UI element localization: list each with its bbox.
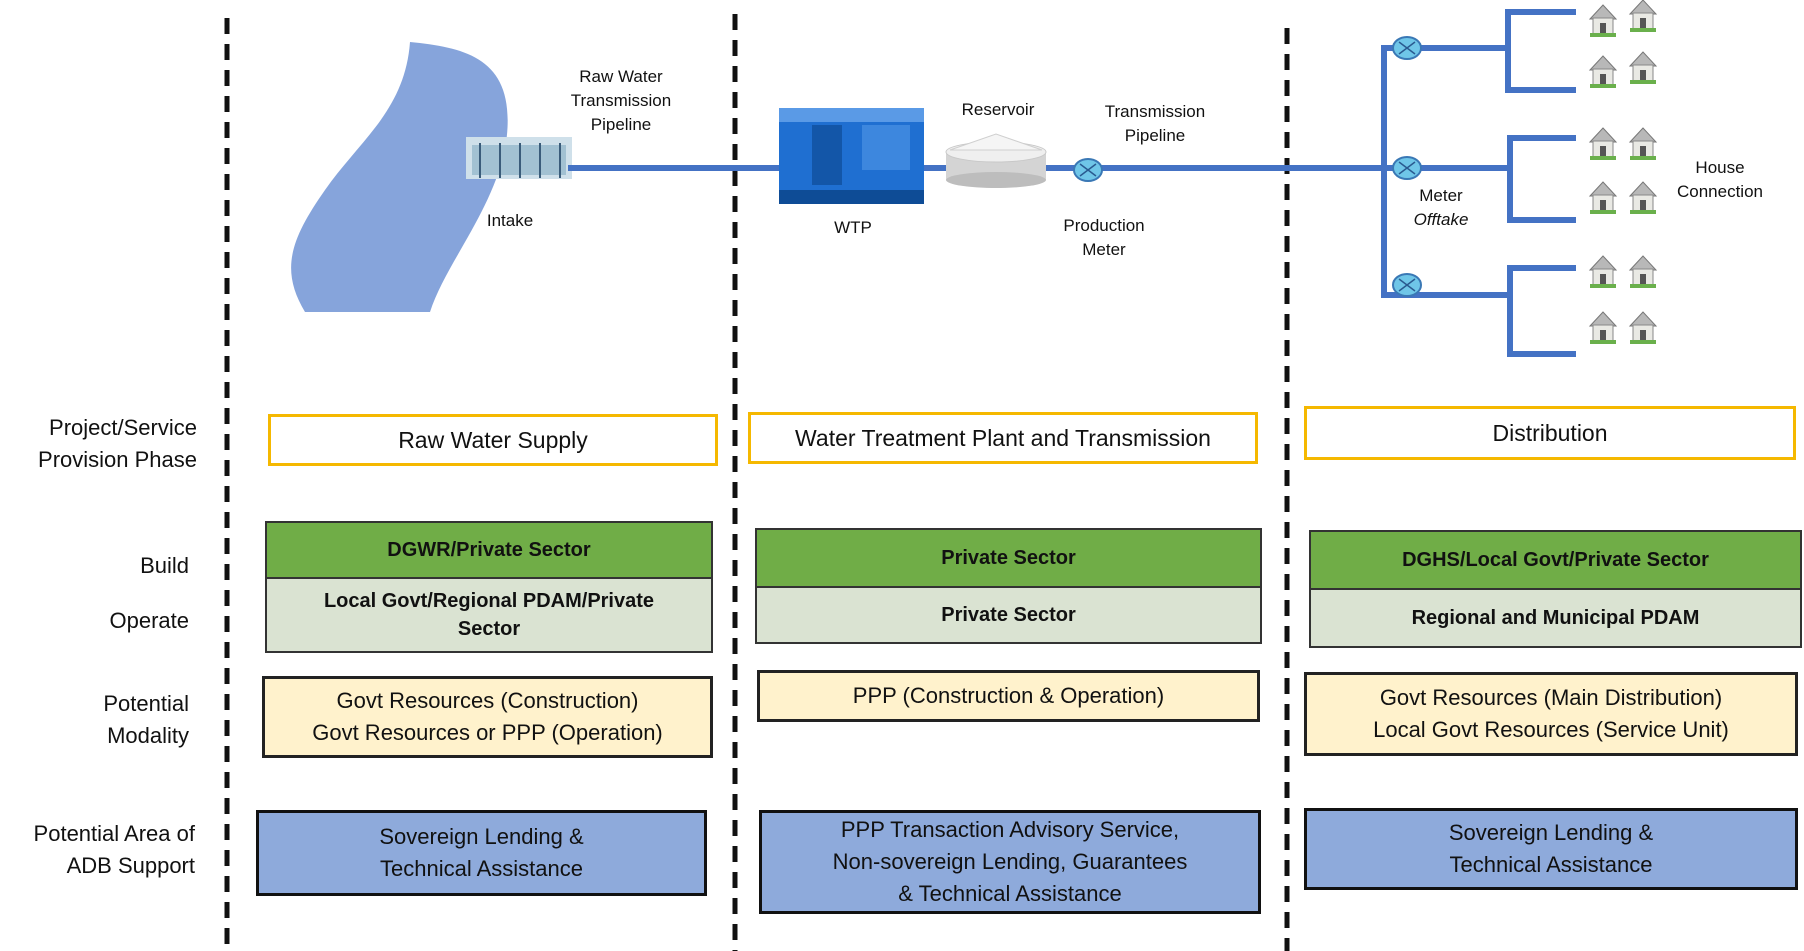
phase-box-raw-water: Raw Water Supply xyxy=(268,414,718,466)
house-icon xyxy=(1589,181,1617,215)
modality-box-raw-water: Govt Resources (Construction) Govt Resou… xyxy=(262,676,713,758)
meter-icon xyxy=(1392,36,1422,60)
house-icon xyxy=(1629,127,1657,161)
reservoir-label: Reservoir xyxy=(961,100,1035,119)
wtp-plant-icon xyxy=(779,108,924,204)
row-label-support: Potential Area of ADB Support xyxy=(33,821,195,878)
house-icon xyxy=(1589,55,1617,89)
row-label-build: Build xyxy=(140,553,189,578)
house-icon xyxy=(1629,51,1657,85)
intake-plant-icon xyxy=(466,137,572,179)
meter-icon xyxy=(1392,273,1422,297)
transmission-pipeline-label: Transmission Pipeline xyxy=(1104,102,1206,145)
house-icon xyxy=(1589,127,1617,161)
raw-water-pipeline-label: Raw Water Transmission Pipeline xyxy=(570,67,672,134)
house-icon xyxy=(1629,0,1657,33)
intake-label: Intake xyxy=(486,211,534,230)
operate-box-raw-water: Local Govt/Regional PDAM/Private Sector xyxy=(265,577,713,653)
houses xyxy=(1589,0,1657,345)
wtp-label: WTP xyxy=(834,218,872,237)
main-pipeline xyxy=(568,9,1576,357)
production-meter-icon xyxy=(1073,158,1103,182)
house-icon xyxy=(1629,311,1657,345)
river-icon xyxy=(291,42,508,312)
house-icon xyxy=(1589,311,1617,345)
row-label-operate: Operate xyxy=(109,608,190,633)
house-connection-label: House Connection xyxy=(1676,158,1763,201)
row-label-phase: Project/Service Provision Phase xyxy=(38,415,197,472)
house-icon xyxy=(1629,255,1657,289)
support-box-wtp: PPP Transaction Advisory Service, Non-so… xyxy=(759,810,1261,914)
offtake-label: Offtake xyxy=(1413,210,1469,229)
production-meter-label: Production Meter xyxy=(1063,216,1145,259)
support-box-distribution: Sovereign Lending & Technical Assistance xyxy=(1304,808,1798,890)
row-label-modality: Potential Modality xyxy=(103,691,189,748)
meter-icon xyxy=(1392,156,1422,180)
phase-box-distribution: Distribution xyxy=(1304,406,1796,460)
reservoir-icon xyxy=(945,133,1047,188)
house-icon xyxy=(1629,181,1657,215)
support-box-raw-water: Sovereign Lending & Technical Assistance xyxy=(256,810,707,896)
modality-box-wtp: PPP (Construction & Operation) xyxy=(757,670,1260,722)
operate-box-distribution: Regional and Municipal PDAM xyxy=(1309,588,1802,648)
phase-box-wtp: Water Treatment Plant and Transmission xyxy=(748,412,1258,464)
build-box-wtp: Private Sector xyxy=(755,528,1262,588)
house-icon xyxy=(1589,255,1617,289)
operate-box-wtp: Private Sector xyxy=(755,586,1262,644)
modality-box-distribution: Govt Resources (Main Distribution) Local… xyxy=(1304,672,1798,756)
build-box-raw-water: DGWR/Private Sector xyxy=(265,521,713,579)
build-box-distribution: DGHS/Local Govt/Private Sector xyxy=(1309,530,1802,590)
house-icon xyxy=(1589,4,1617,38)
meter-label: Meter xyxy=(1419,186,1463,205)
